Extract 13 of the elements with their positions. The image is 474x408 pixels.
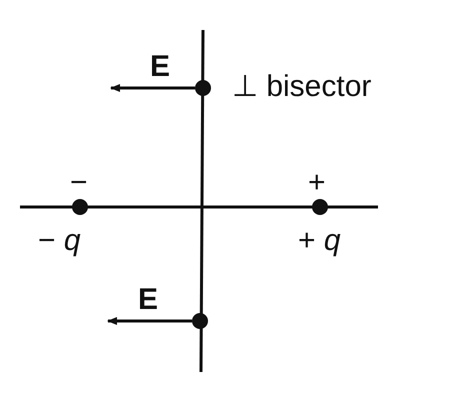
edge-label: E: [138, 285, 158, 315]
sign-label: −: [70, 168, 88, 198]
charge-dot: [72, 199, 88, 215]
charge-label: − q: [38, 226, 81, 256]
field-arrow: [107, 317, 192, 325]
point-dot: [192, 313, 208, 329]
point-dot: [195, 80, 211, 96]
field-arrow: [110, 84, 195, 92]
line-label: ⊥ bisector: [232, 72, 372, 102]
edge-label: E: [150, 52, 170, 82]
charge-dot: [312, 199, 328, 215]
charge-label: + q: [298, 226, 341, 256]
sign-label: +: [308, 168, 326, 198]
